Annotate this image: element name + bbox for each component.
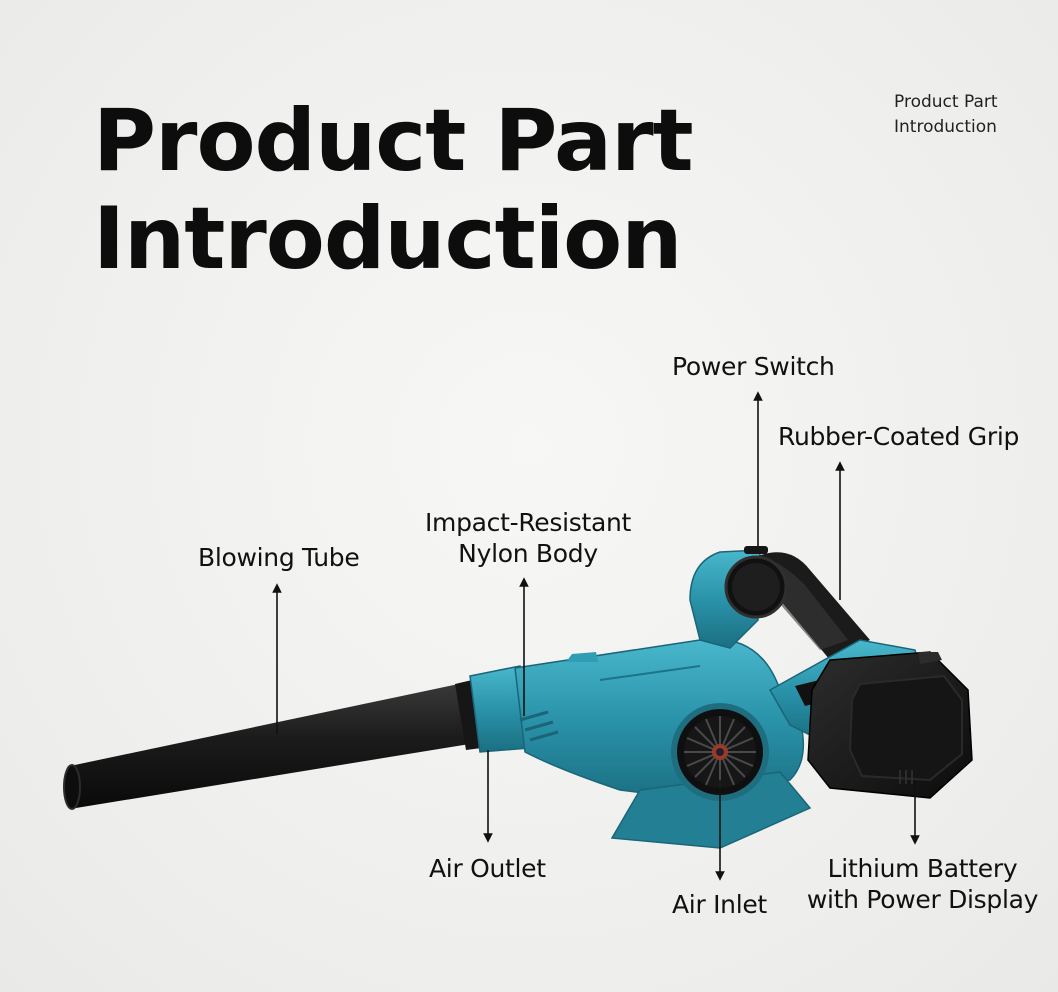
page-title-line-1: Product Part bbox=[93, 91, 694, 191]
blowing-tube-shape bbox=[63, 677, 497, 810]
label-air-outlet: Air Outlet bbox=[429, 854, 546, 883]
label-nylon-body: Impact-Resistant Nylon Body bbox=[418, 507, 638, 569]
label-nylon-body-line-2: Nylon Body bbox=[458, 539, 598, 568]
label-lithium-battery-line-2: with Power Display bbox=[806, 885, 1039, 914]
corner-caption-line-2: Introduction bbox=[894, 117, 997, 137]
label-blowing-tube: Blowing Tube bbox=[198, 543, 360, 572]
label-nylon-body-line-1: Impact-Resistant bbox=[424, 508, 632, 537]
corner-caption-line-1: Product Part bbox=[894, 92, 998, 112]
corner-caption: Product Part Introduction bbox=[894, 90, 1044, 140]
battery-shape bbox=[807, 651, 973, 799]
power-switch-shape bbox=[724, 546, 788, 619]
label-lithium-battery-line-1: Lithium Battery bbox=[827, 854, 1018, 883]
label-lithium-battery: Lithium Battery with Power Display bbox=[800, 853, 1045, 915]
label-power-switch: Power Switch bbox=[672, 352, 835, 381]
air-inlet-shape bbox=[671, 703, 769, 801]
label-air-inlet: Air Inlet bbox=[672, 890, 767, 919]
page-title: Product Part Introduction bbox=[93, 92, 733, 288]
label-rubber-coated-grip: Rubber-Coated Grip bbox=[778, 422, 1020, 451]
page-title-line-2: Introduction bbox=[93, 189, 683, 289]
